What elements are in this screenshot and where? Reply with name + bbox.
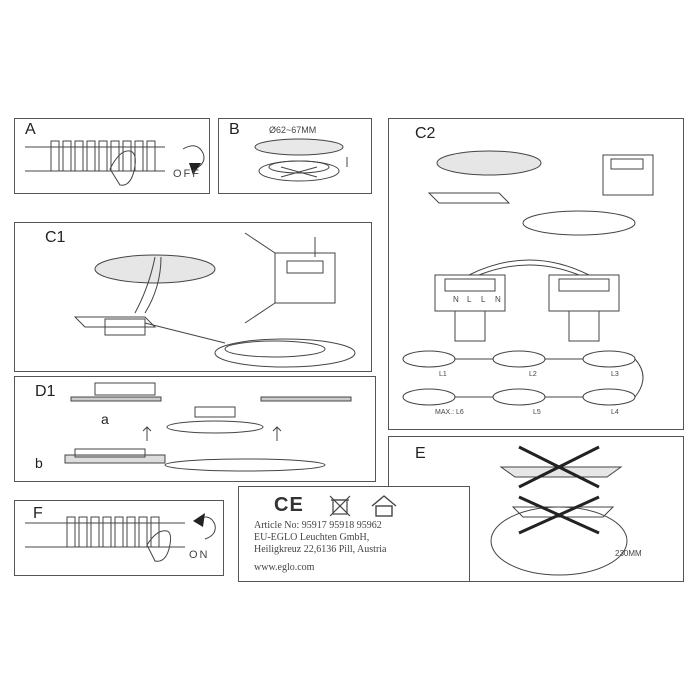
- website-link[interactable]: www.eglo.com: [254, 562, 315, 573]
- light-label-l5: L5: [533, 409, 541, 416]
- step-b-label: b: [35, 455, 43, 471]
- info-box: [238, 486, 470, 582]
- terminal-label-n: N: [453, 295, 459, 304]
- max-lights-label: MAX.: L6: [435, 409, 464, 416]
- light-label-l3: L3: [611, 371, 619, 378]
- ce-mark: CE: [274, 494, 304, 516]
- light-label-l1: L1: [439, 371, 447, 378]
- light-label-l2: L2: [529, 371, 537, 378]
- ceiling-cutout-illustration: [254, 138, 348, 182]
- panel-f: F ON: [14, 500, 224, 576]
- distance-label: 230MM: [615, 549, 642, 558]
- company-address: Heiligkreuz 22,6136 Pill, Austria: [254, 544, 387, 555]
- terminal-label-n: N: [495, 295, 501, 304]
- panel-b-label: B: [229, 121, 240, 138]
- company-name: EU-EGLO Leuchten GmbH,: [254, 532, 370, 543]
- off-label: OFF: [173, 168, 201, 180]
- wiring-illustration: [73, 232, 356, 368]
- arrow-up-icon: [193, 513, 205, 527]
- article-number: Article No: 95917 95918 95962: [254, 520, 382, 531]
- panel-d1: D1 a b: [14, 376, 376, 482]
- terminal-label-l: L: [481, 295, 486, 304]
- step-a-label: a: [101, 411, 109, 427]
- circuit-breaker-illustration: [25, 140, 205, 186]
- panel-e-label: E: [415, 445, 426, 462]
- on-label: ON: [189, 549, 210, 561]
- circuit-breaker-on-illustration: [25, 513, 216, 562]
- panel-a-label: A: [25, 121, 36, 138]
- spacing-illustration: [490, 445, 628, 576]
- panel-b: B Ø62~67MM: [218, 118, 372, 194]
- panel-c1: C1: [14, 222, 372, 372]
- indoor-use-house-icon: [371, 495, 397, 517]
- weee-bin-icon: [329, 495, 351, 517]
- panel-c1-label: C1: [45, 229, 66, 246]
- panel-a: A OFF: [14, 118, 210, 194]
- panel-d1-label: D1: [35, 383, 56, 400]
- dimension-label: Ø62~67MM: [269, 125, 317, 135]
- installation-illustration: [64, 382, 352, 472]
- parallel-wiring-illustration: [402, 150, 654, 406]
- panel-c2: C2 N L L N L1 L2 L3 L5 L4: [388, 118, 684, 430]
- panel-c2-label: C2: [415, 125, 436, 142]
- light-label-l4: L4: [611, 409, 619, 416]
- panel-f-label: F: [33, 505, 43, 522]
- arrow-down-icon: [189, 163, 201, 175]
- terminal-label-l: L: [467, 295, 472, 304]
